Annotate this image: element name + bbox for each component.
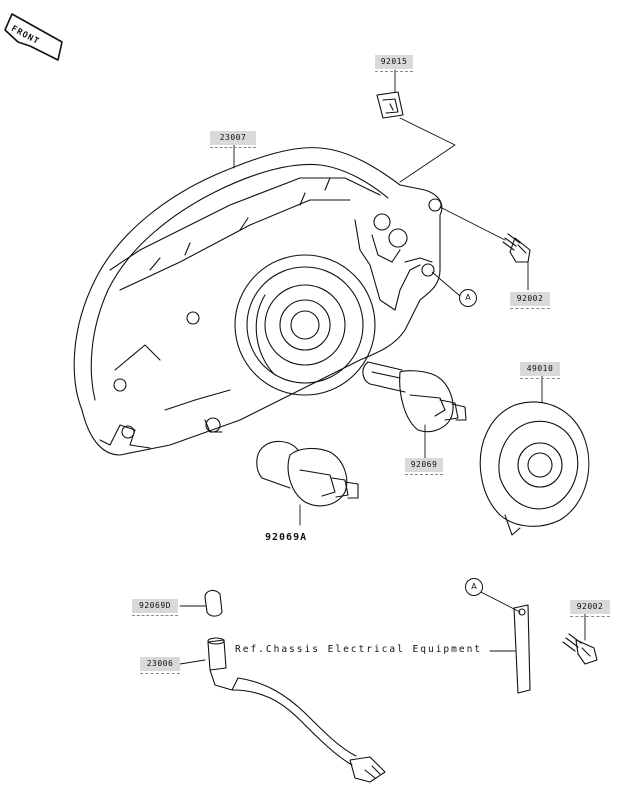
bulb-small-drawing [204, 589, 223, 617]
part-number-92069d: 92069D [132, 599, 178, 616]
socket-harness-drawing [207, 637, 386, 783]
part-number-bolt-upper: 92002 [510, 292, 550, 309]
bulb-92069a-drawing [256, 440, 359, 507]
part-number-92069a: 92069A [265, 532, 308, 543]
callout-a-lower: A [465, 578, 483, 596]
part-number-92015: 92015 [375, 55, 413, 72]
part-number-23007: 23007 [210, 131, 256, 148]
bracket-strip-drawing [513, 604, 531, 694]
part-number-bolt-lower: 92002 [570, 600, 610, 617]
part-number-92069: 92069 [405, 458, 443, 475]
leader-92015-lower [399, 117, 456, 183]
headlight-housing-drawing [73, 147, 443, 456]
front-arrow-icon [4, 13, 63, 61]
part-number-49010: 49010 [520, 362, 560, 379]
part-number-23006: 23006 [140, 657, 180, 674]
callout-a-upper: A [459, 289, 477, 307]
dust-cover-drawing [479, 401, 590, 536]
reference-note: Ref.Chassis Electrical Equipment [233, 644, 485, 655]
bolt-lower-drawing [562, 633, 598, 665]
leader-bolt-upper [439, 206, 506, 241]
clip-nut-drawing [376, 91, 404, 119]
bolt-upper-drawing [502, 233, 531, 263]
leader-a-upper [431, 271, 461, 297]
leader-23006 [179, 659, 206, 665]
bulb-92069-drawing [362, 361, 467, 433]
